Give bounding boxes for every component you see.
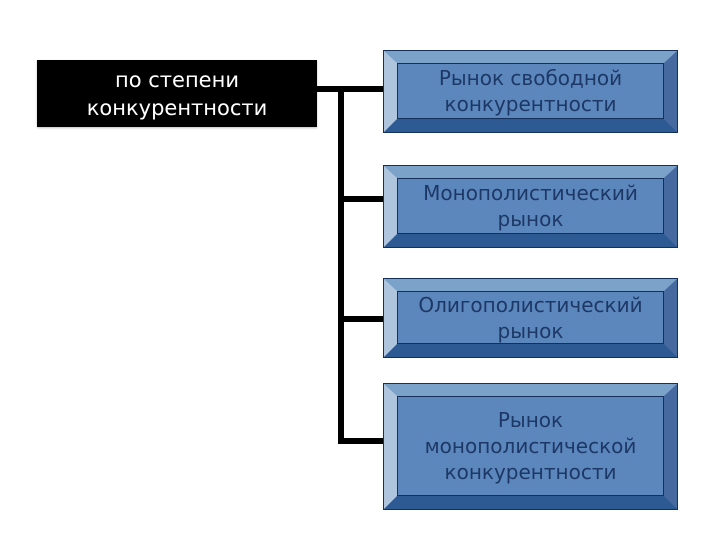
node-label-line: Рынок <box>497 408 564 432</box>
node-panel: Рынок монополистической конкурентности <box>397 396 664 496</box>
node-bevel <box>384 384 677 509</box>
root-node-degree-of-competition: по степени конкурентности <box>37 60 317 127</box>
node-label-line: Олигополистический <box>418 292 643 317</box>
node-monopolistic-competition-market: Рынок монополистической конкурентности <box>383 383 678 510</box>
node-oligopolistic-market: Олигополистический рынок <box>383 278 678 358</box>
node-panel: Рынок свободной конкурентности <box>397 63 664 119</box>
node-monopolistic-market: Монополистический рынок <box>383 165 678 248</box>
connector-branch-4 <box>338 438 385 444</box>
node-label-line: конкурентности <box>444 460 617 484</box>
root-node-label-line: по степени <box>115 67 239 92</box>
connector-branch-2 <box>338 196 385 202</box>
node-label-line: рынок <box>497 318 564 343</box>
connector-trunk <box>338 86 344 444</box>
node-label-line: конкурентности <box>444 92 617 116</box>
node-label-line: Монополистический <box>423 181 638 205</box>
node-panel: Олигополистический рынок <box>397 291 664 344</box>
node-bevel <box>384 279 677 357</box>
root-node-label-line: конкурентности <box>86 95 268 120</box>
node-panel: Монополистический рынок <box>397 178 664 234</box>
node-bevel <box>384 166 677 247</box>
node-label-line: монополистической <box>424 434 637 458</box>
node-bevel <box>384 51 677 132</box>
node-free-competition-market: Рынок свободной конкурентности <box>383 50 678 133</box>
connector-branch-3 <box>338 316 385 322</box>
node-label-line: рынок <box>497 207 564 231</box>
connector-branch-1 <box>317 86 385 92</box>
node-label-line: Рынок свободной <box>438 66 623 90</box>
